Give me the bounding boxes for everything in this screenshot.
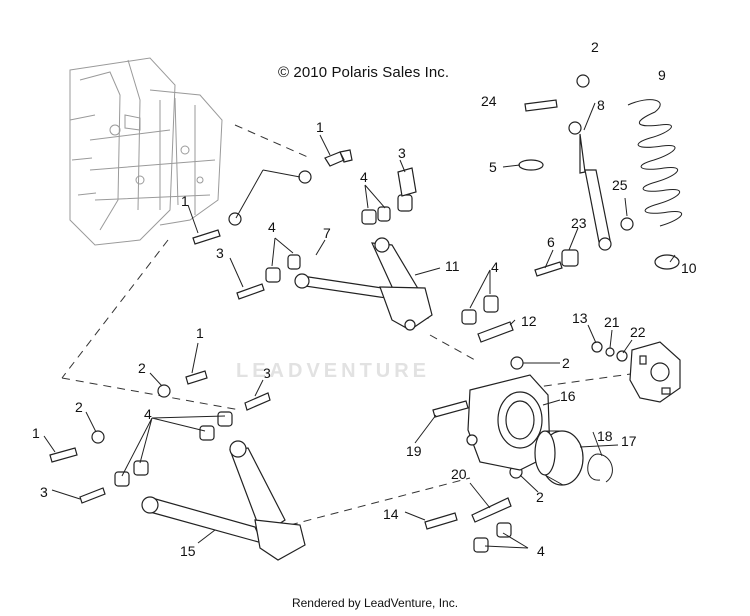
- callout-2-bottom-nut: 2: [536, 489, 544, 505]
- callout-23: 23: [571, 215, 587, 231]
- callout-6: 6: [547, 234, 555, 250]
- coil-spring: [627, 99, 682, 270]
- callout-22: 22: [630, 324, 646, 340]
- footer-credit: Rendered by LeadVenture, Inc.: [291, 596, 459, 610]
- callout-18: 18: [597, 428, 613, 444]
- callout-labels: 1 2 24 8 9 3 5 4 25 23 6 10 7 11 1 4 3 1…: [32, 39, 697, 559]
- leader-lines: [43, 102, 676, 549]
- lower-a-arm: [141, 440, 306, 561]
- callout-21: 21: [604, 314, 620, 330]
- callout-10: 10: [681, 260, 697, 276]
- callout-3-arm-pin: 3: [216, 245, 224, 261]
- callout-4-arm-bushings: 4: [268, 219, 276, 235]
- wheel-bearing: [534, 430, 584, 486]
- callout-2-lower-nut: 2: [138, 360, 146, 376]
- pivot-pins: [79, 167, 514, 523]
- callout-15: 15: [180, 543, 196, 559]
- callout-12: 12: [521, 313, 537, 329]
- callout-1-lower-bolt: 1: [196, 325, 204, 341]
- snap-ring: [587, 453, 613, 483]
- hub-knuckle: [466, 374, 551, 471]
- callout-1-left-bolt: 1: [181, 193, 189, 209]
- callout-17: 17: [621, 433, 637, 449]
- callout-2-knuckle-nut: 2: [562, 355, 570, 371]
- callout-7: 7: [323, 225, 331, 241]
- watermark: LEADVENTURE: [236, 360, 431, 382]
- callout-9: 9: [658, 67, 666, 83]
- callout-11: 11: [445, 258, 460, 274]
- callout-2-top-nut: 2: [591, 39, 599, 55]
- callout-3-upper-pin: 3: [398, 145, 406, 161]
- callout-5: 5: [489, 159, 497, 175]
- callout-24: 24: [481, 93, 497, 109]
- upper-a-arm: [294, 237, 433, 331]
- callout-19: 19: [406, 443, 422, 459]
- callout-4-lower-bushings: 4: [144, 406, 152, 422]
- bushings: [114, 194, 512, 553]
- shock-absorber: [568, 121, 612, 251]
- callout-4-upper-bushings: 4: [360, 169, 368, 185]
- callout-20: 20: [451, 466, 467, 482]
- callout-1-upper-bolt: 1: [316, 119, 324, 135]
- callout-16: 16: [560, 388, 576, 404]
- copyright-text: © 2010 Polaris Sales Inc.: [278, 64, 450, 81]
- nuts-washers: [91, 74, 634, 479]
- callout-1-far-left-bolt: 1: [32, 425, 40, 441]
- callout-4-mid-bushings: 4: [491, 259, 499, 275]
- callout-3-far-left-pin: 3: [40, 484, 48, 500]
- callout-8: 8: [597, 97, 605, 113]
- callout-14: 14: [383, 506, 399, 522]
- callout-4-bottom-bushings: 4: [537, 543, 545, 559]
- callout-3-lower-pin: 3: [263, 365, 271, 381]
- callout-2-far-left-nut: 2: [75, 399, 83, 415]
- callout-13: 13: [572, 310, 588, 326]
- brake-caliper: [629, 341, 681, 403]
- assembly-dashed-lines: [61, 124, 646, 526]
- callout-25: 25: [612, 177, 628, 193]
- vehicle-frame: [69, 57, 223, 246]
- bolts: [49, 99, 563, 530]
